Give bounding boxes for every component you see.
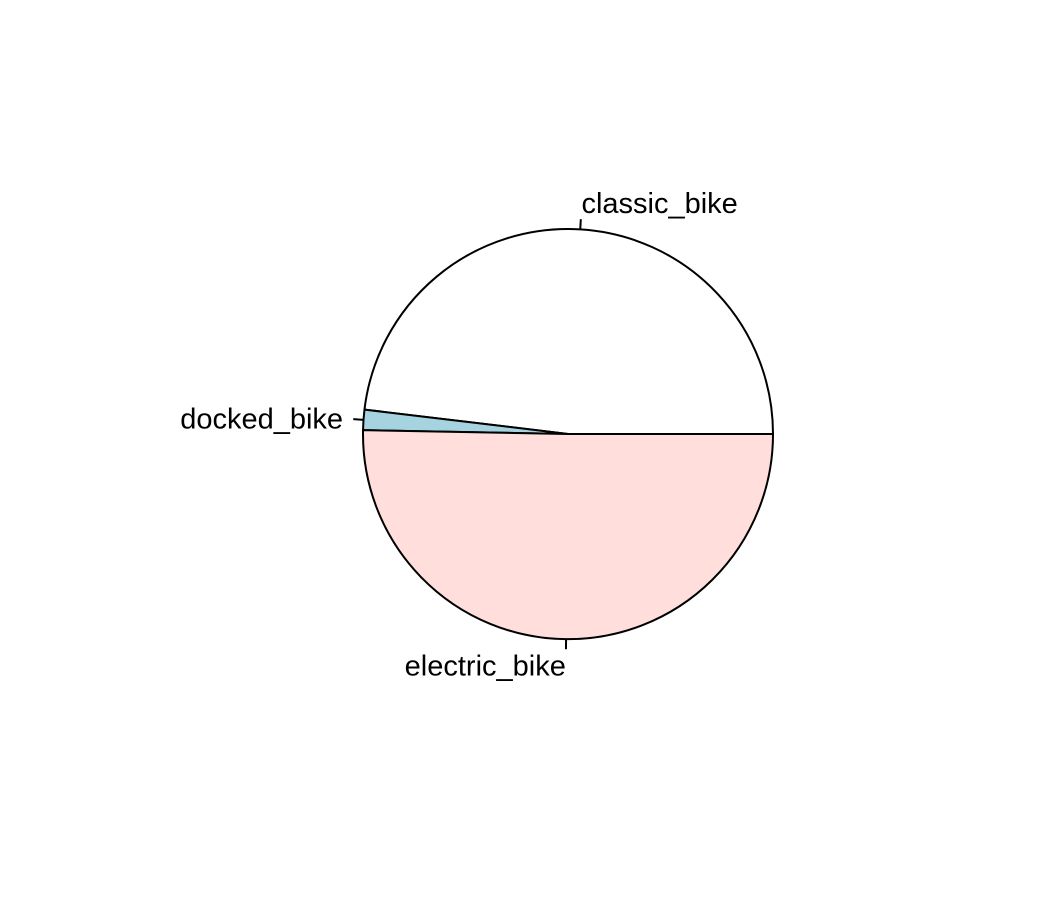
slice-label-classic-bike: classic_bike [581,188,737,220]
pie-slice-electric-bike [362,429,774,641]
label-tick-classic-bike [579,219,582,230]
label-tick-docked-bike [353,418,364,421]
pie-slices [362,228,774,641]
pie-slice-classic-bike [363,228,774,435]
slice-label-docked-bike: docked_bike [180,403,343,435]
slice-label-ticks [353,219,582,650]
slice-label-electric-bike: electric_bike [405,650,566,682]
slice-labels: classic_bike docked_bike electric_bike [180,188,738,683]
